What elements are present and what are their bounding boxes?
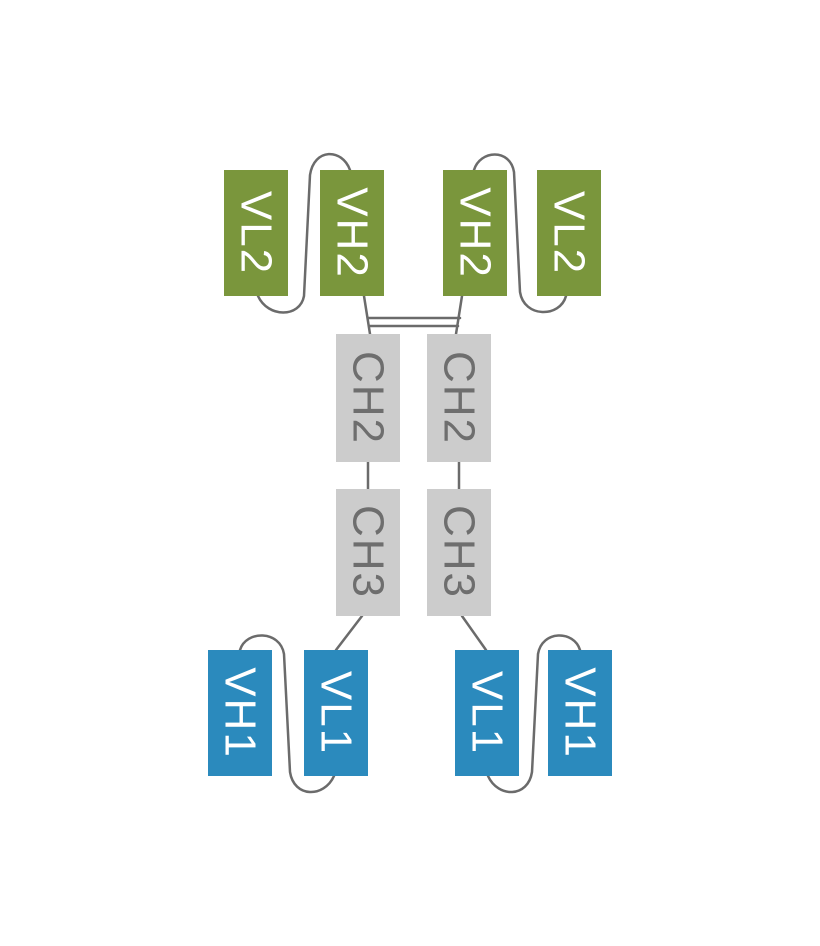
domain-label: VH1 (556, 667, 605, 759)
domain-vh2-right: VH2 (443, 170, 507, 296)
domain-vl2-right: VL2 (537, 170, 601, 296)
domain-ch3-right: CH3 (427, 489, 491, 616)
linker-vl2-vh2-left (256, 152, 352, 314)
domain-label: VH2 (451, 187, 500, 279)
linker-vl1-vh1-right (486, 634, 582, 794)
connectors (238, 152, 582, 794)
domain-label: CH2 (344, 351, 393, 445)
domain-ch2-left: CH2 (336, 334, 400, 462)
domain-label: VL1 (312, 671, 361, 755)
domain-label: CH3 (435, 505, 484, 599)
linker-vh2-vl2-right (472, 153, 568, 314)
domain-label: CH2 (435, 351, 484, 445)
domain-label: CH3 (344, 505, 393, 599)
domain-label: VH1 (216, 667, 265, 759)
domain-label: VL1 (463, 671, 512, 755)
domain-label: VL2 (545, 191, 594, 275)
domain-ch2-right: CH2 (427, 334, 491, 462)
domain-label: VL2 (232, 191, 281, 275)
linker-vh2-ch2-right (454, 294, 464, 336)
linker-ch3-vl1-right (460, 614, 488, 652)
domain-vh1-right: VH1 (548, 650, 612, 776)
domain-vl2-left: VL2 (224, 170, 288, 296)
domain-vl1-right: VL1 (455, 650, 519, 776)
domain-label: VH2 (328, 187, 377, 279)
domain-vh1-left: VH1 (208, 650, 272, 776)
linker-vh2-ch2-left (362, 294, 372, 336)
linker-vh1-vl1-left (238, 634, 336, 794)
domain-vh2-left: VH2 (320, 170, 384, 296)
domain-ch3-left: CH3 (336, 489, 400, 616)
domain-vl1-left: VL1 (304, 650, 368, 776)
linker-ch3-vl1-left (334, 614, 364, 652)
